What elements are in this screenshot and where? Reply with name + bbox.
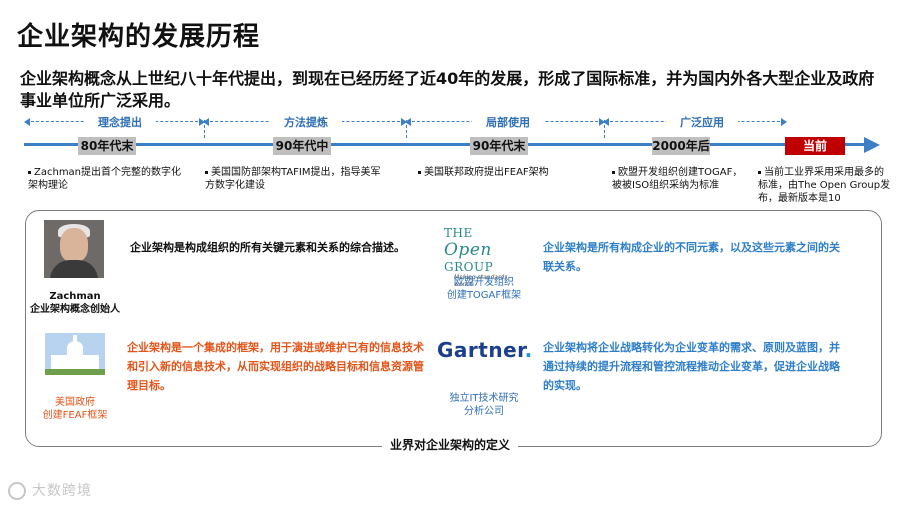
zachman-photo: [44, 220, 104, 278]
timeline-event: 美国联邦政府提出FEAF架构: [418, 166, 578, 179]
watermark-logo-icon: [8, 482, 26, 500]
timeline-event: 美国国防部架构TAFIM提出，指导美军方数字化建设: [205, 167, 381, 191]
bullet-icon: [612, 170, 615, 174]
period-box: 90年代中: [273, 137, 331, 155]
phase-divider: [406, 120, 407, 138]
phase-divider: [204, 120, 205, 138]
phase-label: 广泛应用: [666, 114, 738, 130]
bullet-icon: [758, 170, 761, 174]
open-group-logo: THE Open GROUP Making standards work®: [444, 226, 508, 288]
timeline-arrow-icon: [864, 137, 880, 153]
open-group-definition: 企业架构是所有构成企业的不同元素，以及这些元素之间的关联关系。: [543, 241, 840, 273]
timeline-event: Zachman提出首个完整的数字化架构理论: [28, 167, 182, 191]
gartner-caption: 独立IT技术研究 分析公司: [449, 393, 519, 417]
definitions-caption: 业界对企业架构的定义: [0, 436, 900, 453]
timeline-event: 当前工业界采用采用最多的标准，由The Open Group发布，最新版本是10: [758, 167, 891, 204]
timeline-event: 欧盟开发组织创建TOGAF，被被ISO组织采纳为标准: [612, 167, 743, 191]
page-title: 企业架构的发展历程: [17, 22, 261, 52]
gartner-logo: Gartner.: [437, 338, 533, 362]
period-box: 90年代末: [470, 137, 528, 155]
zachman-definition: 企业架构是构成组织的所有关键元素和关系的综合描述。: [130, 241, 405, 254]
phase-label: 理念提出: [84, 114, 156, 130]
watermark: 大数跨境: [8, 480, 92, 500]
period-box: 80年代末: [78, 137, 136, 155]
bullet-icon: [418, 170, 421, 174]
bullet-icon: [205, 170, 208, 174]
phase-label: 局部使用: [472, 114, 544, 130]
period-box: 2000年后: [652, 137, 710, 155]
zachman-caption: Zachman 企业架构概念创始人: [30, 291, 120, 315]
bullet-icon: [28, 170, 31, 174]
intro-text: 企业架构概念从上世纪八十年代提出，到现在已经历经了近40年的发展，形成了国际标准…: [20, 69, 875, 110]
us-gov-definition: 企业架构是一个集成的框架，用于演进或维护已有的信息技术和引入新的信息技术，从而实…: [127, 341, 424, 392]
phase-label: 方法提炼: [270, 114, 342, 130]
us-capitol-image: [45, 333, 105, 375]
open-group-caption: 欧盟开发组织 创建TOGAF框架: [446, 277, 522, 301]
gartner-definition: 企业架构将企业战略转化为企业变革的需求、原则及蓝图，并通过持续的提升流程和管控流…: [543, 341, 840, 392]
phase-divider: [604, 120, 605, 138]
timeline-axis: [24, 143, 867, 146]
us-gov-caption: 美国政府 创建FEAF框架: [42, 397, 108, 421]
period-box-current: 当前: [785, 137, 845, 155]
